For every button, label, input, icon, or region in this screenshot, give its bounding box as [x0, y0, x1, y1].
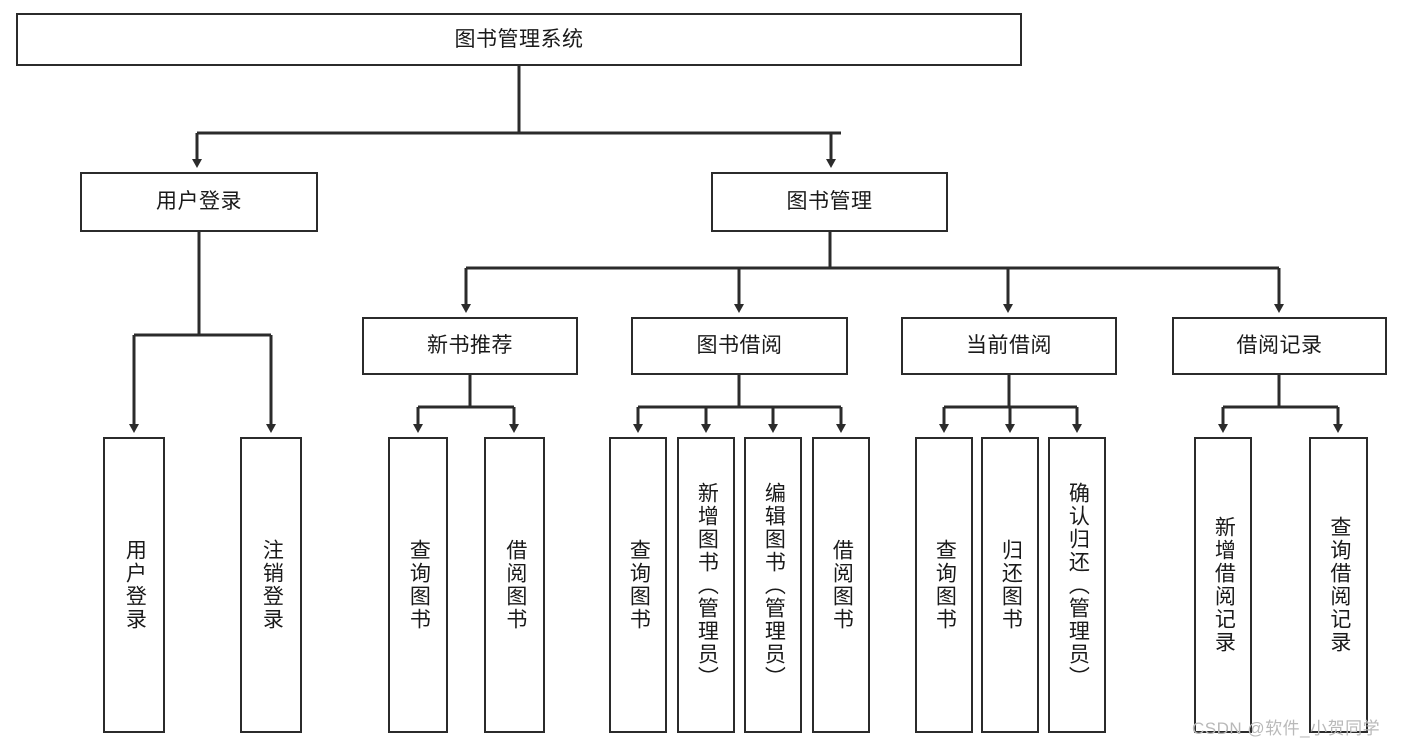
- node-leaf-borrow-book-2[interactable]: 借阅图书: [812, 437, 870, 733]
- node-leaf-return-book[interactable]: 归还图书: [981, 437, 1039, 733]
- node-leaf-add-record-label: 新增借阅记录: [1212, 516, 1236, 654]
- node-leaf-user-login-label: 用户登录: [123, 539, 147, 631]
- csdn-watermark: CSDN @软件_小贺同学: [1192, 719, 1381, 738]
- node-leaf-borrow-book-1[interactable]: 借阅图书: [484, 437, 545, 733]
- node-leaf-edit-book-label: 编辑图书（管理员）: [762, 481, 786, 689]
- node-leaf-query-book-3[interactable]: 查询图书: [915, 437, 973, 733]
- node-leaf-confirm-return-label: 确认归还（管理员）: [1066, 481, 1090, 689]
- node-leaf-add-book[interactable]: 新增图书（管理员）: [677, 437, 735, 733]
- node-leaf-query-record[interactable]: 查询借阅记录: [1309, 437, 1368, 733]
- node-leaf-add-book-label: 新增图书（管理员）: [695, 481, 719, 689]
- node-borrow-record[interactable]: 借阅记录: [1172, 317, 1387, 375]
- node-book-manage-label: 图书管理: [786, 190, 873, 214]
- node-leaf-query-record-label: 查询借阅记录: [1327, 516, 1351, 654]
- node-leaf-query-book-2[interactable]: 查询图书: [609, 437, 667, 733]
- node-leaf-user-logout[interactable]: 注销登录: [240, 437, 302, 733]
- node-book-borrow-label: 图书借阅: [696, 334, 783, 358]
- node-borrow-record-label: 借阅记录: [1236, 334, 1323, 358]
- node-leaf-borrow-book-1-label: 借阅图书: [503, 539, 527, 631]
- node-user-login-label: 用户登录: [156, 190, 242, 214]
- node-new-book-recommend-label: 新书推荐: [427, 334, 513, 358]
- node-root-label: 图书管理系统: [454, 27, 584, 51]
- node-leaf-edit-book[interactable]: 编辑图书（管理员）: [744, 437, 802, 733]
- node-leaf-add-record[interactable]: 新增借阅记录: [1194, 437, 1252, 733]
- node-leaf-user-logout-label: 注销登录: [260, 539, 284, 631]
- node-current-borrow-label: 当前借阅: [966, 334, 1052, 358]
- node-current-borrow[interactable]: 当前借阅: [901, 317, 1117, 375]
- node-leaf-query-book-1-label: 查询图书: [407, 539, 431, 631]
- node-user-login[interactable]: 用户登录: [80, 172, 318, 232]
- node-book-manage[interactable]: 图书管理: [711, 172, 948, 232]
- node-leaf-user-login[interactable]: 用户登录: [103, 437, 165, 733]
- node-book-borrow[interactable]: 图书借阅: [631, 317, 848, 375]
- node-leaf-query-book-2-label: 查询图书: [627, 539, 651, 631]
- node-leaf-return-book-label: 归还图书: [999, 539, 1023, 631]
- node-root[interactable]: 图书管理系统: [16, 13, 1022, 66]
- node-leaf-borrow-book-2-label: 借阅图书: [830, 539, 854, 631]
- node-leaf-query-book-3-label: 查询图书: [933, 539, 957, 631]
- node-leaf-query-book-1[interactable]: 查询图书: [388, 437, 448, 733]
- node-leaf-confirm-return[interactable]: 确认归还（管理员）: [1048, 437, 1106, 733]
- node-new-book-recommend[interactable]: 新书推荐: [362, 317, 578, 375]
